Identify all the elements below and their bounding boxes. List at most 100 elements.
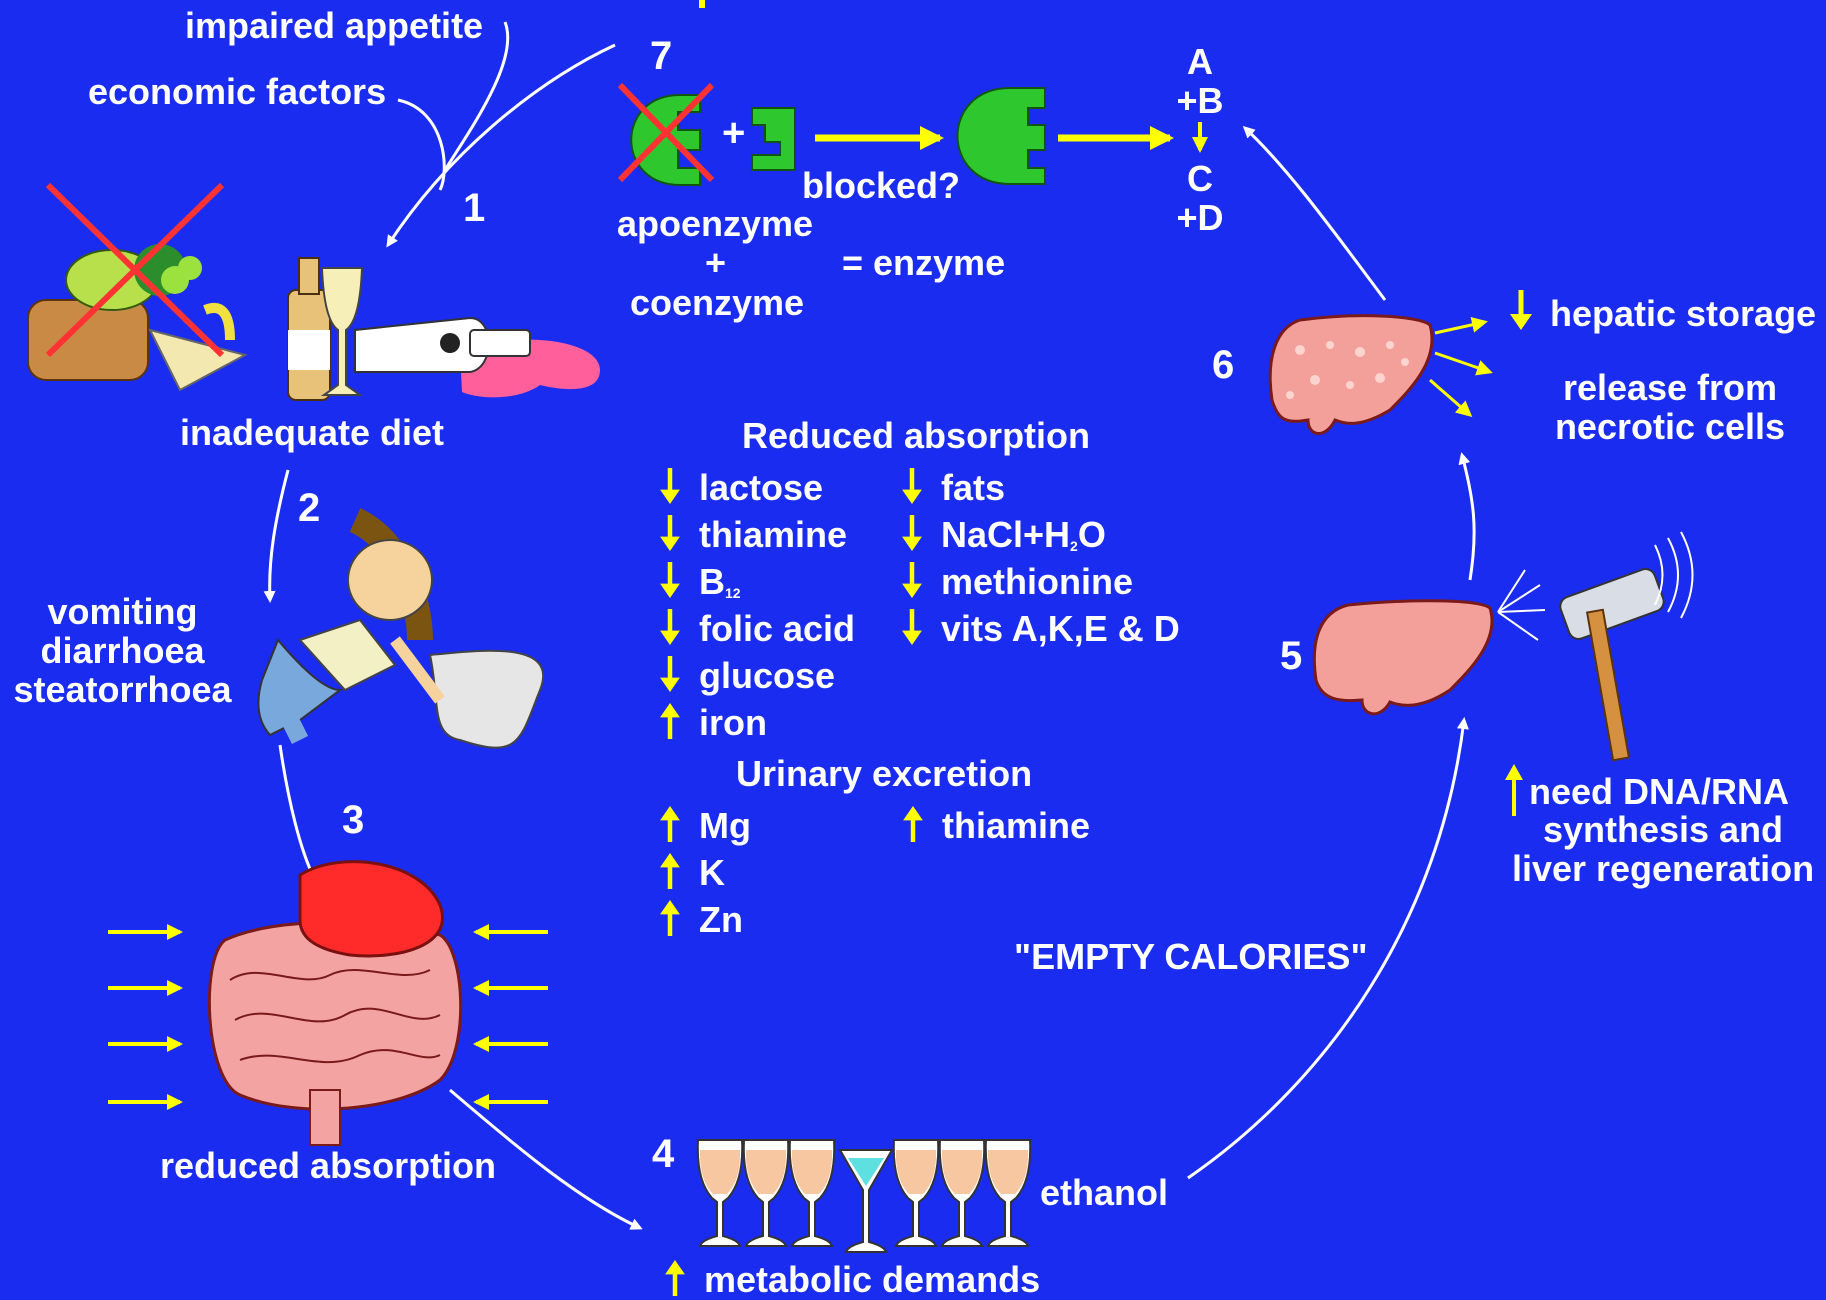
- release-line-1: release from: [1545, 368, 1795, 407]
- vomiting-person-icon: [258, 520, 543, 748]
- apo-plus-sign: +: [705, 245, 726, 281]
- alcohol-bottles-icon: [288, 258, 600, 400]
- list-item-text: NaCl+H: [941, 514, 1070, 555]
- list-item: lactose: [655, 468, 823, 506]
- up-arrow-icon: [655, 900, 685, 936]
- food-crossed-icon: [28, 185, 245, 390]
- step-3-number: 3: [342, 800, 364, 840]
- metabolic-demands-row: metabolic demands: [660, 1260, 1040, 1298]
- list-item: K: [655, 853, 725, 891]
- regeneration-line-2: synthesis and: [1500, 810, 1826, 849]
- down-arrow-icon: [655, 609, 685, 645]
- blocked-label: blocked?: [802, 168, 960, 204]
- list-item-text: lactose: [699, 467, 823, 508]
- list-item: glucose: [655, 656, 835, 694]
- impaired-appetite-label: impaired appetite: [185, 8, 483, 44]
- list-item-subscript: 12: [725, 585, 741, 601]
- list-item: thiamine: [898, 806, 1090, 844]
- list-item-text: K: [699, 852, 725, 893]
- list-item: fats: [897, 468, 1005, 506]
- equals-enzyme-label: = enzyme: [842, 245, 1005, 281]
- wine-glasses-icon: [698, 1140, 1030, 1252]
- vomiting-line-3: steatorrhoea: [0, 670, 245, 709]
- list-item-text: vits A,K,E & D: [941, 608, 1180, 649]
- liver6-output-arrows: [1430, 322, 1490, 415]
- up-arrow-icon: [898, 806, 928, 842]
- list-item-text: Mg: [699, 805, 751, 846]
- down-arrow-icon: [897, 562, 927, 598]
- list-item-text: thiamine: [699, 514, 847, 555]
- step-5-number: 5: [1280, 636, 1302, 676]
- reaction-plus-b: +B: [1160, 83, 1240, 119]
- step-6-number: 6: [1212, 345, 1234, 385]
- enzyme-icon: [958, 88, 1046, 184]
- metabolic-demands-label: metabolic demands: [704, 1259, 1040, 1300]
- step-2-number: 2: [298, 488, 320, 528]
- list-item-text: B: [699, 561, 725, 602]
- enzyme-plus-sign: +: [722, 113, 745, 153]
- reduced-absorption-title: Reduced absorption: [742, 418, 1090, 454]
- empty-calories-label: "EMPTY CALORIES": [1014, 939, 1368, 975]
- coenzyme-label: coenzyme: [630, 285, 804, 321]
- arrow-to-vomit: [270, 470, 288, 600]
- liver-hammer-icon: [1314, 532, 1692, 760]
- step-4-number: 4: [652, 1134, 674, 1174]
- down-arrow-icon: [897, 609, 927, 645]
- apoenzyme-label: apoenzyme: [617, 206, 813, 242]
- list-item-text: thiamine: [942, 805, 1090, 846]
- up-arrow-icon: [655, 853, 685, 889]
- down-arrow-icon: [897, 515, 927, 551]
- list-item: thiamine: [655, 515, 847, 553]
- list-item-text: Zn: [699, 899, 743, 940]
- arrow-to-liver6: [1462, 455, 1474, 580]
- intestines-icon: [209, 862, 460, 1145]
- down-arrow-icon: [655, 562, 685, 598]
- hepatic-storage-row: hepatic storage: [1506, 290, 1816, 332]
- list-item-text: glucose: [699, 655, 835, 696]
- apoenzyme-crossed-icon: [620, 85, 712, 185]
- arrow-to-diet: [388, 45, 615, 245]
- hepatic-storage-label: hepatic storage: [1550, 293, 1816, 334]
- list-item: folic acid: [655, 609, 855, 647]
- down-arrow-icon: [655, 515, 685, 551]
- down-arrow-icon: [1506, 290, 1536, 330]
- vomiting-line-1: vomiting: [0, 592, 245, 631]
- list-item: Zn: [655, 900, 743, 938]
- ethanol-label: ethanol: [1040, 1175, 1168, 1211]
- down-arrow-icon: [655, 468, 685, 504]
- economic-factors-label: economic factors: [88, 74, 386, 110]
- list-item: Mg: [655, 806, 751, 844]
- reaction-plus-d: +D: [1160, 200, 1240, 236]
- step-7-number: 7: [650, 36, 672, 76]
- vomiting-label: vomiting diarrhoea steatorrhoea: [0, 592, 245, 709]
- up-arrow-icon: [660, 1260, 690, 1296]
- up-arrow-icon: [655, 703, 685, 739]
- down-arrow-icon: [655, 656, 685, 692]
- reduced-absorption-label: reduced absorption: [160, 1148, 496, 1184]
- reaction-c: C: [1160, 161, 1240, 197]
- release-line-2: necrotic cells: [1545, 407, 1795, 446]
- inadequate-diet-label: inadequate diet: [180, 415, 444, 451]
- list-item-text: fats: [941, 467, 1005, 508]
- coenzyme-icon: [752, 108, 795, 170]
- arrow-to-reaction: [1245, 128, 1385, 300]
- up-arrow-icon: [1503, 764, 1525, 816]
- list-item-text: folic acid: [699, 608, 855, 649]
- list-item-text: iron: [699, 702, 767, 743]
- list-item-subscript: 2: [1070, 538, 1078, 554]
- up-arrow-icon: [655, 806, 685, 842]
- need-dna-label: need DNA/RNA: [1529, 771, 1789, 812]
- list-item-suffix: O: [1078, 514, 1106, 555]
- arrow-to-gut: [280, 745, 315, 880]
- step-1-number: 1: [463, 188, 485, 228]
- list-item: NaCl+H2O: [897, 515, 1106, 553]
- down-arrow-icon: [897, 468, 927, 504]
- necrotic-release-label: release from necrotic cells: [1545, 368, 1795, 446]
- regeneration-label: synthesis and liver regeneration: [1500, 810, 1826, 888]
- list-item: B12: [655, 562, 741, 600]
- regeneration-line-3: liver regeneration: [1500, 849, 1826, 888]
- list-item: methionine: [897, 562, 1133, 600]
- reaction-a: A: [1160, 44, 1240, 80]
- list-item: iron: [655, 703, 767, 741]
